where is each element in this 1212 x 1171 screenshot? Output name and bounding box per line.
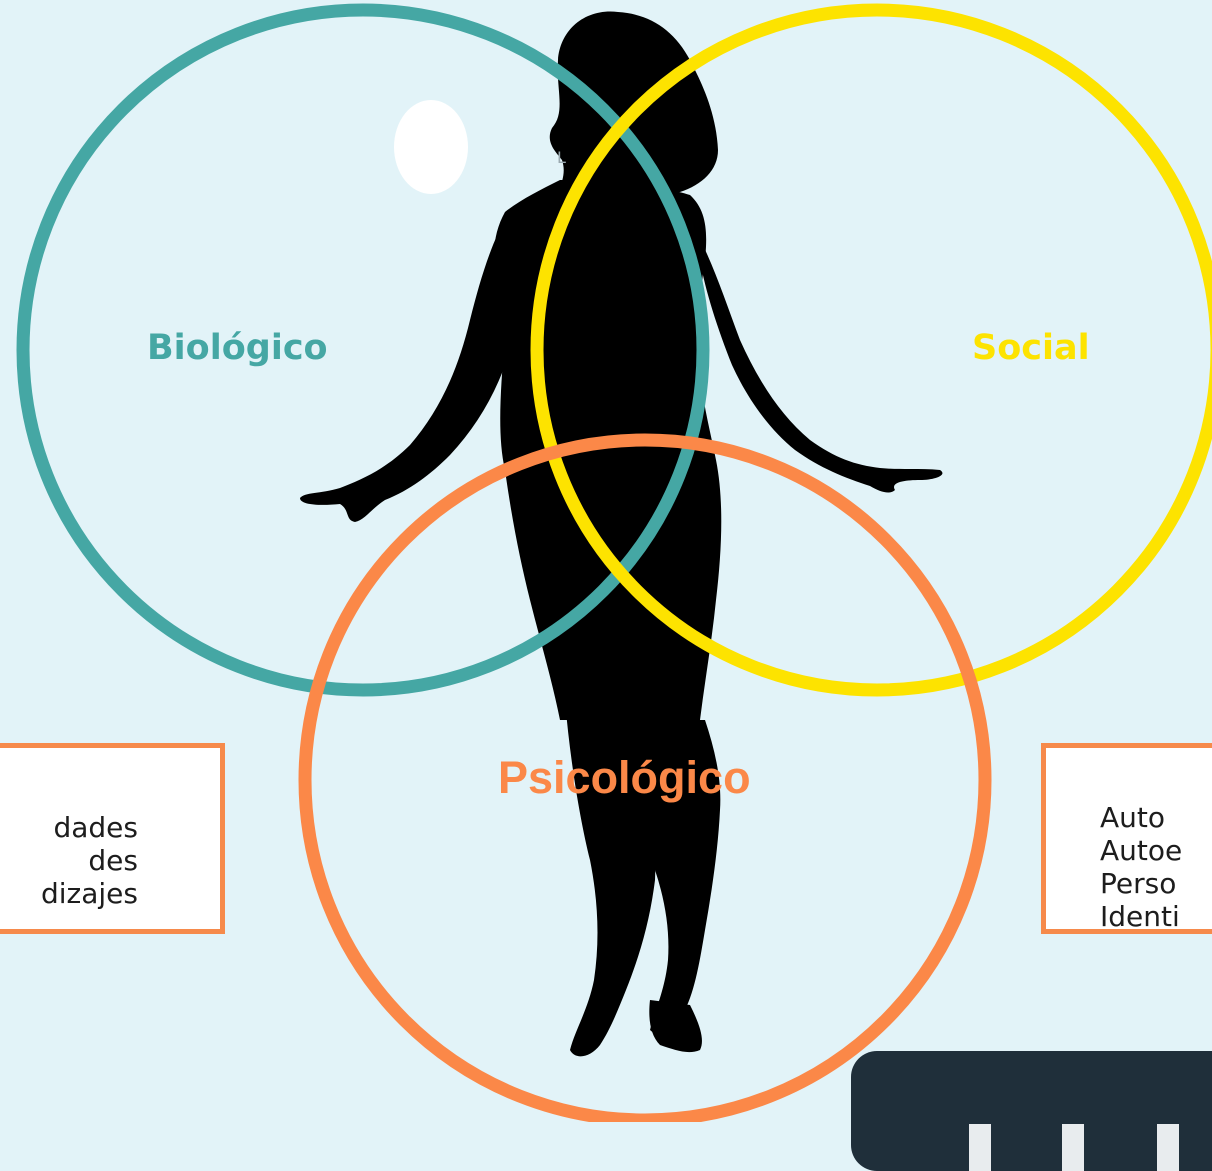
psicologico-details-list: Auto Autoe Perso Identi [1100,801,1183,933]
biologico-details-box: dades des dizajes [0,743,225,934]
moon-shape [394,100,468,194]
widget-bar [1062,1124,1084,1171]
list-item: des [88,844,138,877]
label-psicologico: Psicológico [498,752,751,803]
biologico-details-list: dades des dizajes [41,811,138,910]
photo-fragment-text: L [557,148,566,167]
label-biologico: Biológico [147,328,328,368]
corner-widget [851,1051,1212,1171]
list-item: dades [53,811,138,844]
list-item: Auto [1100,801,1166,834]
label-social: Social [972,328,1090,368]
circle-biologico [16,3,710,697]
list-item: Autoe [1100,834,1183,867]
psicologico-details-box: Auto Autoe Perso Identi [1041,743,1212,934]
circle-psicologico [298,433,992,1122]
list-item: Identi [1100,900,1180,933]
list-item: Perso [1100,867,1177,900]
venn-diagram: L [16,3,1212,1122]
widget-bar [1157,1124,1179,1171]
widget-bar [969,1124,991,1171]
list-item: dizajes [40,877,138,910]
circle-social [530,3,1212,697]
woman-silhouette [300,11,943,1057]
